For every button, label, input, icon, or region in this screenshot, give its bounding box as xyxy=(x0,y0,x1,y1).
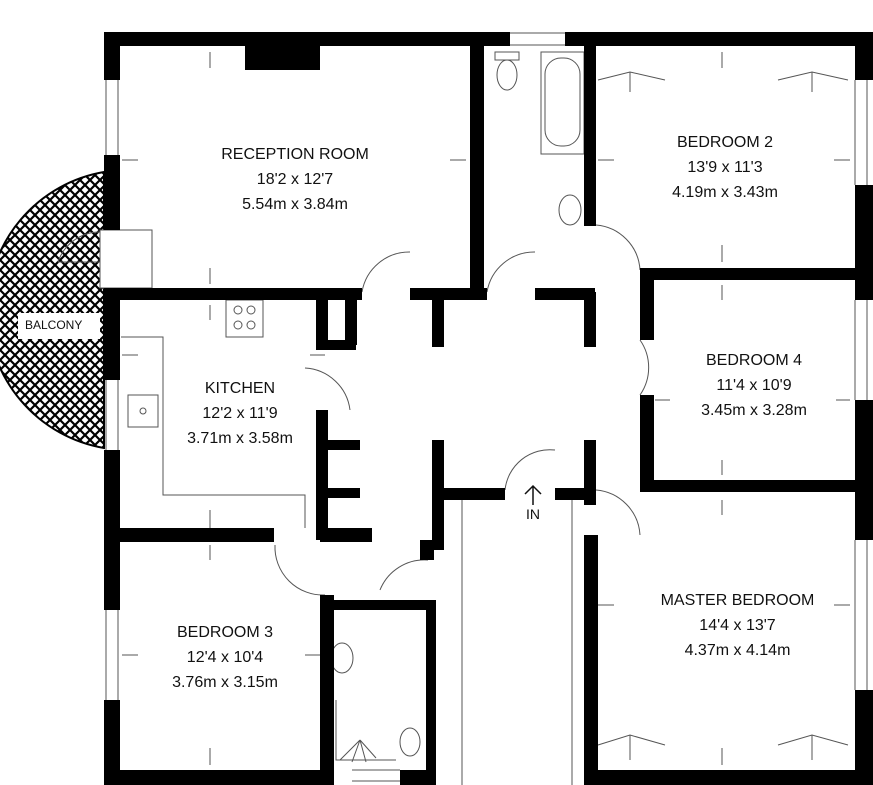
hob-icon xyxy=(233,305,243,315)
room-metric: 3.71m x 3.58m xyxy=(187,430,293,447)
room-name: BEDROOM 4 xyxy=(705,352,802,369)
room-name: BEDROOM 3 xyxy=(176,624,273,641)
basin-icon-2 xyxy=(330,642,354,674)
balcony xyxy=(0,170,105,450)
toilet-icon-2 xyxy=(399,727,421,757)
room-name: BEDROOM 2 xyxy=(676,134,773,151)
kitchen-sink-icon xyxy=(127,394,159,428)
room-imperial: 12'2 x 11'9 xyxy=(202,405,278,422)
room-name: MASTER BEDROOM xyxy=(660,592,815,609)
room-metric: 5.54m x 3.84m xyxy=(242,196,348,213)
room-label-kitchen: KITCHEN 12'2 x 11'9 3.71m x 3.58m xyxy=(165,376,315,451)
room-name: RECEPTION ROOM xyxy=(221,146,369,163)
fixtures xyxy=(57,32,868,785)
room-imperial: 13'9 x 11'3 xyxy=(687,159,763,176)
room-imperial: 11'4 x 10'9 xyxy=(716,377,792,394)
walls xyxy=(104,32,873,785)
room-name: KITCHEN xyxy=(204,380,276,397)
room-label-bedroom2: BEDROOM 2 13'9 x 11'3 4.19m x 3.43m xyxy=(625,130,825,205)
room-imperial: 14'4 x 13'7 xyxy=(699,617,776,634)
room-metric: 4.19m x 3.43m xyxy=(672,184,778,201)
basin-icon xyxy=(558,194,582,226)
room-label-bedroom4: BEDROOM 4 11'4 x 10'9 3.45m x 3.28m xyxy=(664,348,844,423)
room-metric: 3.45m x 3.28m xyxy=(701,402,807,419)
room-metric: 3.76m x 3.15m xyxy=(172,674,278,691)
shower-icon xyxy=(335,700,396,761)
entrance-label: IN xyxy=(526,506,540,522)
room-imperial: 18'2 x 12'7 xyxy=(256,171,334,188)
room-imperial: 12'4 x 10'4 xyxy=(186,649,264,666)
balcony-label: BALCONY xyxy=(25,318,83,332)
room-metric: 4.37m x 4.14m xyxy=(684,642,791,659)
room-label-reception: RECEPTION ROOM 18'2 x 12'7 5.54m x 3.84m xyxy=(195,142,395,217)
toilet-icon xyxy=(496,59,518,91)
room-label-bedroom3: BEDROOM 3 12'4 x 10'4 3.76m x 3.15m xyxy=(140,620,310,695)
room-label-master: MASTER BEDROOM 14'4 x 13'7 4.37m x 4.14m xyxy=(625,588,850,663)
